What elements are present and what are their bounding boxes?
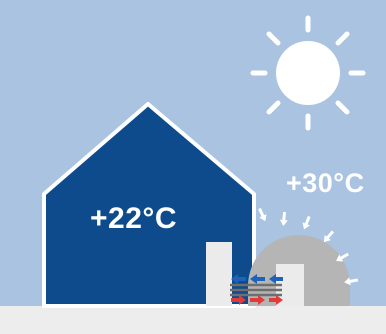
indoor-unit (206, 242, 232, 306)
ground (0, 306, 386, 334)
outdoor-temperature-label: +30°C (286, 168, 365, 199)
indoor-temperature-label: +22°C (90, 202, 177, 236)
